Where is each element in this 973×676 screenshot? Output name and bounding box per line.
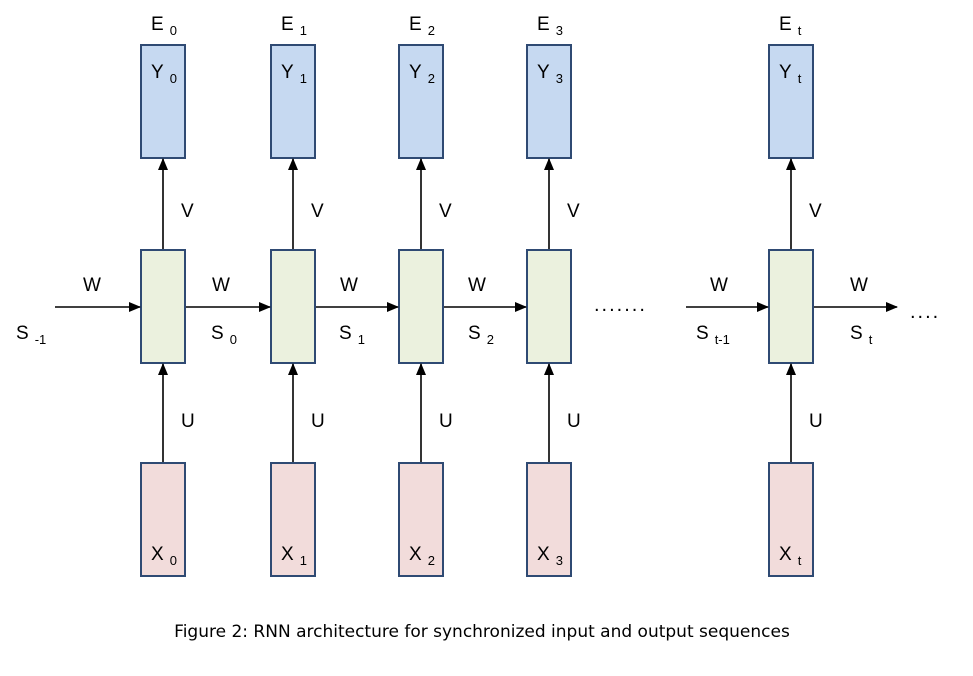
hidden-box-3 [526,249,572,364]
w-weight-label-st: W [850,275,868,296]
w-weight-label-st-1: W [710,275,728,296]
w-weight-label-s2: W [468,275,486,296]
output-box-1 [270,44,316,159]
input-box-3 [526,462,572,577]
u-weight-label-2: U [439,411,453,432]
w-weight-label-s1: W [340,275,358,296]
input-box-0 [140,462,186,577]
output-box-t [768,44,814,159]
v-weight-label-0: V [181,201,194,222]
hidden-box-0 [140,249,186,364]
v-weight-label-t: V [809,201,822,222]
w-weight-label-s0: W [212,275,230,296]
v-weight-label-2: V [439,201,452,222]
v-weight-label-1: V [311,201,324,222]
input-box-1 [270,462,316,577]
figure-caption: Figure 2: RNN architecture for synchroni… [174,622,790,642]
ellipsis-end: .... [910,301,940,323]
u-weight-label-t: U [809,411,823,432]
ellipsis-middle: ....... [594,294,647,316]
output-box-0 [140,44,186,159]
w-weight-label-s-1: W [83,275,101,296]
hidden-box-t [768,249,814,364]
hidden-box-1 [270,249,316,364]
input-box-2 [398,462,444,577]
v-weight-label-3: V [567,201,580,222]
u-weight-label-3: U [567,411,581,432]
state-label-s-1: S-1 [16,323,46,347]
input-box-t [768,462,814,577]
hidden-box-2 [398,249,444,364]
u-weight-label-1: U [311,411,325,432]
output-box-3 [526,44,572,159]
u-weight-label-0: U [181,411,195,432]
